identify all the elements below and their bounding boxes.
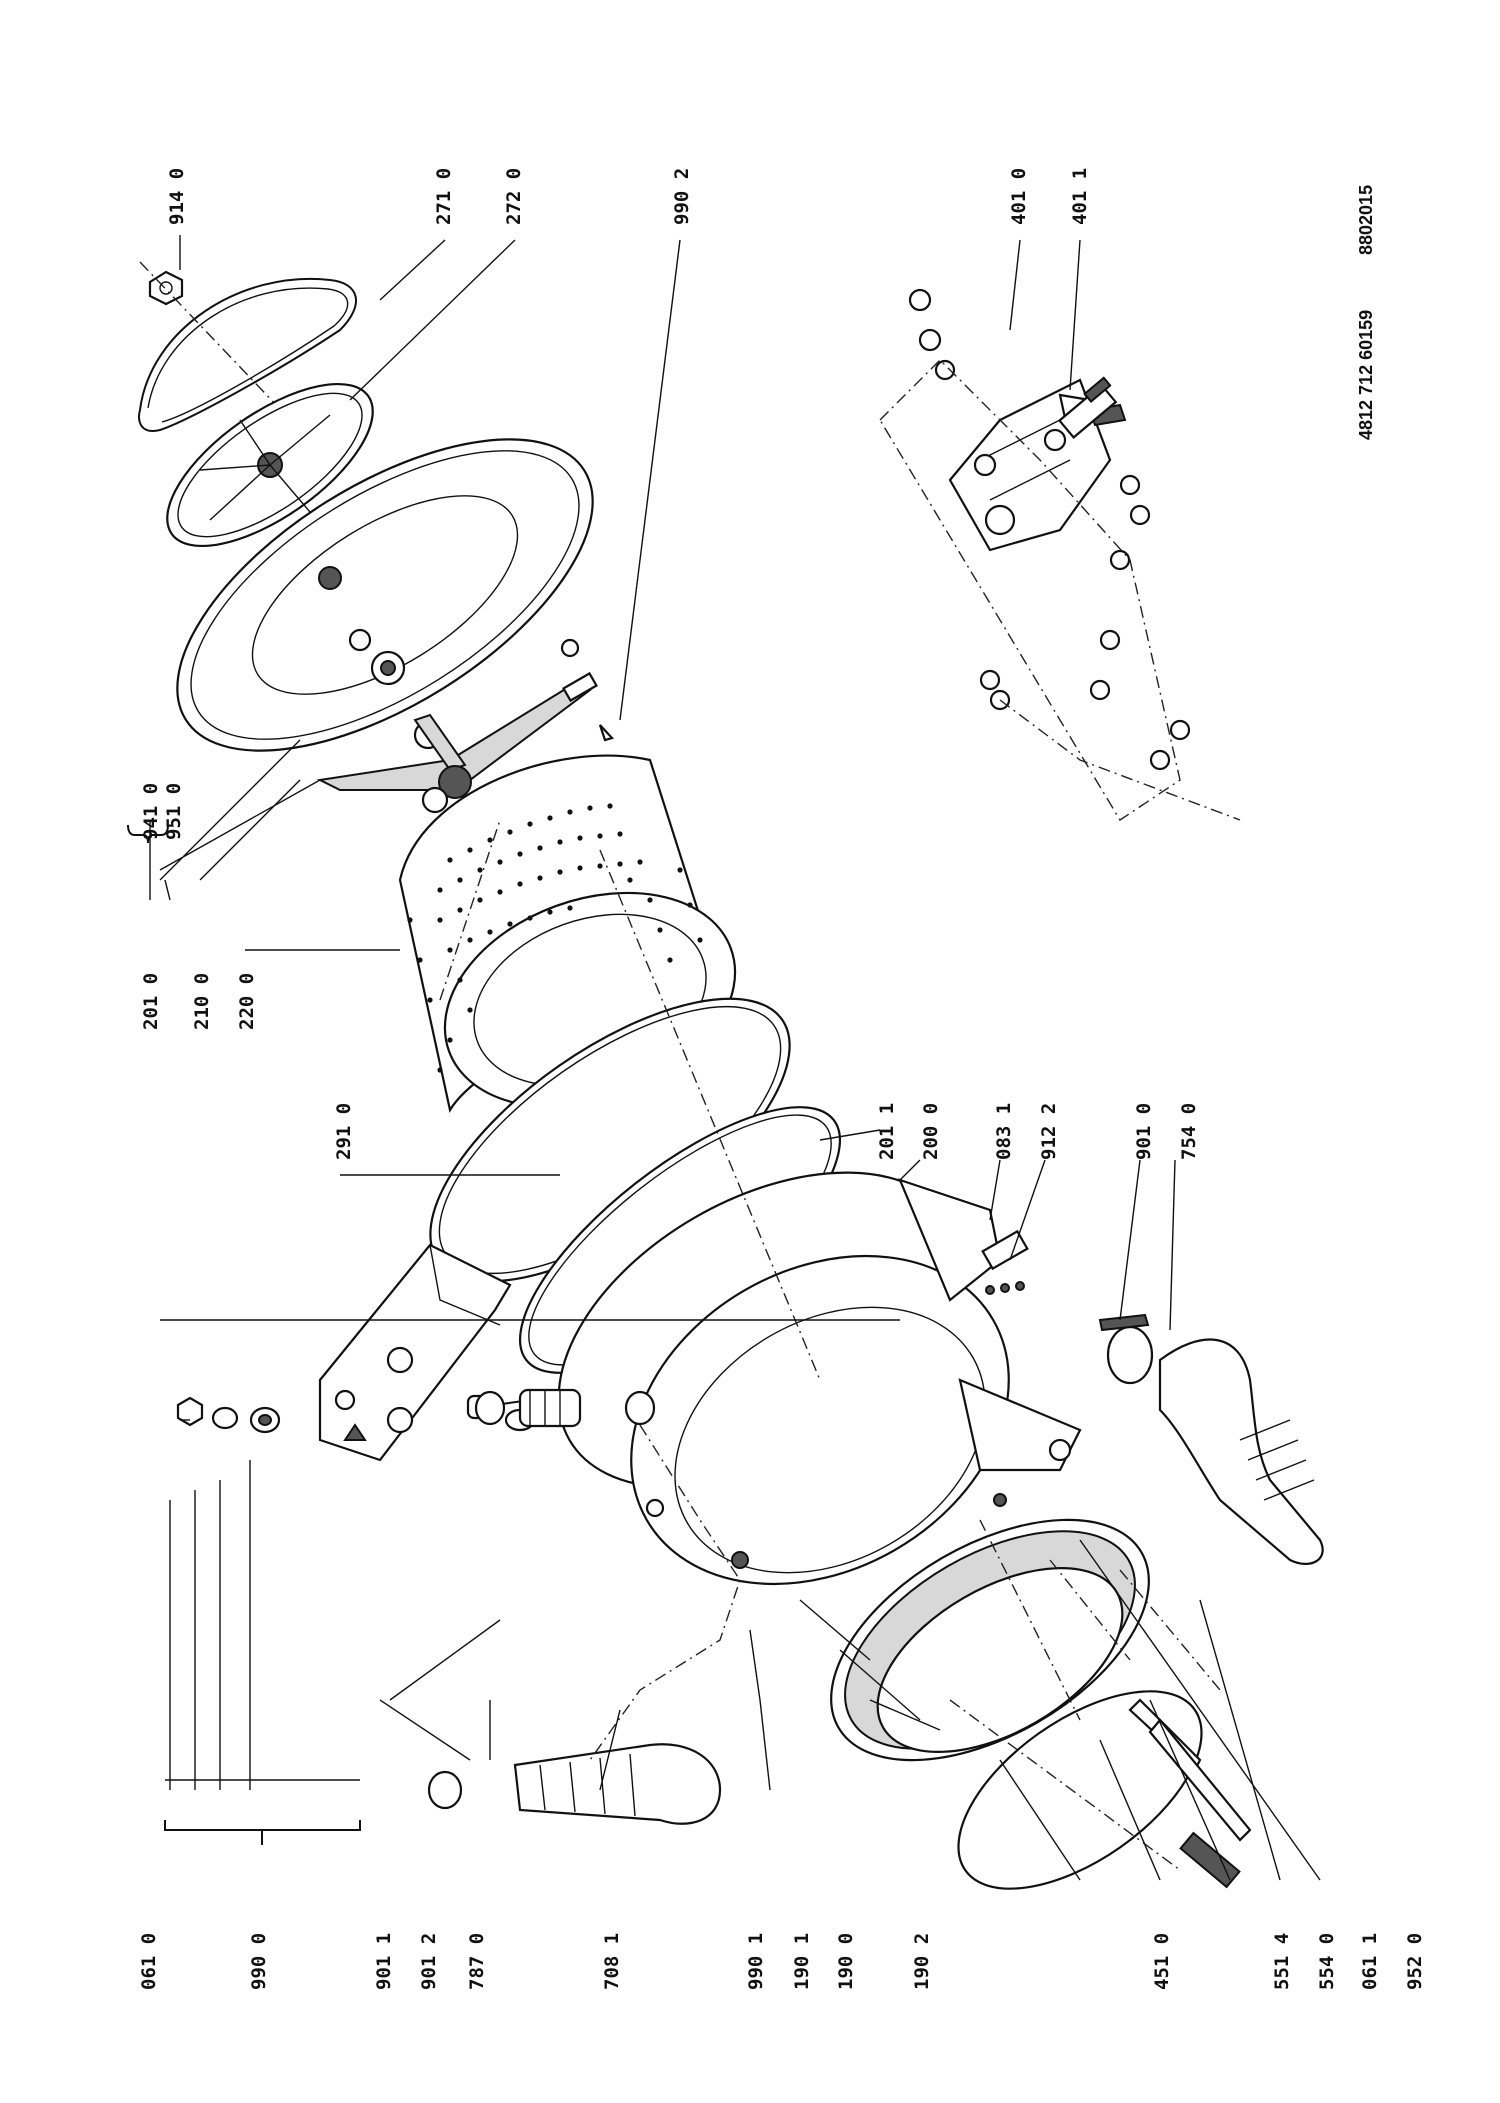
label-272-0: 272 0 [503,168,525,225]
tub-fixings [985,1281,1025,1295]
label-291-0: 291 0 [333,1103,355,1160]
label-941-0: 941 0 [140,783,162,840]
pump-cartridge [1057,376,1118,439]
label-901-2: 901 2 [418,1933,440,1990]
part-labels: 061 0 990 0 901 1 901 2 787 0 708 1 990 … [138,168,1426,1990]
label-990-2: 990 2 [671,168,693,225]
label-200-0: 200 0 [920,1103,942,1160]
counterweight [318,1243,512,1462]
label-912-2: 912 2 [1038,1103,1060,1160]
label-754-0: 754 0 [1178,1103,1200,1160]
brace-marks [127,824,361,1845]
washer-stack [176,1396,281,1434]
label-061-1: 061 1 [1359,1933,1381,1990]
label-787-0: 787 0 [466,1933,488,1990]
door-glass [949,1690,1203,1890]
label-914-0: 914 0 [166,168,188,225]
drawing-code: 8802015 [1356,185,1376,255]
label-554-0: 554 0 [1316,1933,1338,1990]
label-190-0: 190 0 [835,1933,857,1990]
label-990-0: 990 0 [248,1933,270,1990]
drum-spider [316,638,615,814]
part-number: 4812 712 60159 [1356,310,1376,440]
label-551-4: 551 4 [1271,1933,1293,1990]
label-201-1: 201 1 [876,1103,898,1160]
drum-pulley [166,382,374,548]
label-901-1: 901 1 [373,1933,395,1990]
drive-belt [138,277,357,432]
assembly-lines [439,819,1221,1721]
outer-tub [557,1171,1082,1586]
footer: 4812 712 60159 8802015 [1356,185,1376,440]
label-083-1: 083 1 [993,1103,1015,1160]
label-952-0: 952 0 [1404,1933,1426,1990]
label-061-0: 061 0 [138,1933,160,1990]
label-201-0: 201 0 [140,973,162,1030]
label-901-0: 901 0 [1133,1103,1155,1160]
label-190-1: 190 1 [791,1933,813,1990]
label-190-2: 190 2 [911,1933,933,1990]
drawing [138,235,1324,1890]
sump-hose [1098,1313,1324,1565]
label-990-1: 990 1 [745,1933,767,1990]
label-220-0: 220 0 [236,973,258,1030]
label-271-0: 271 0 [433,168,455,225]
label-401-1: 401 1 [1069,168,1091,225]
label-451-0: 451 0 [1151,1933,1173,1990]
label-708-1: 708 1 [601,1933,623,1990]
inlet-hose [427,1388,741,1825]
drain-pump [879,288,1241,821]
rear-tub-cover [176,438,594,752]
label-210-0: 210 0 [191,973,213,1030]
label-401-0: 401 0 [1008,168,1030,225]
leader-lines [149,235,1321,1881]
